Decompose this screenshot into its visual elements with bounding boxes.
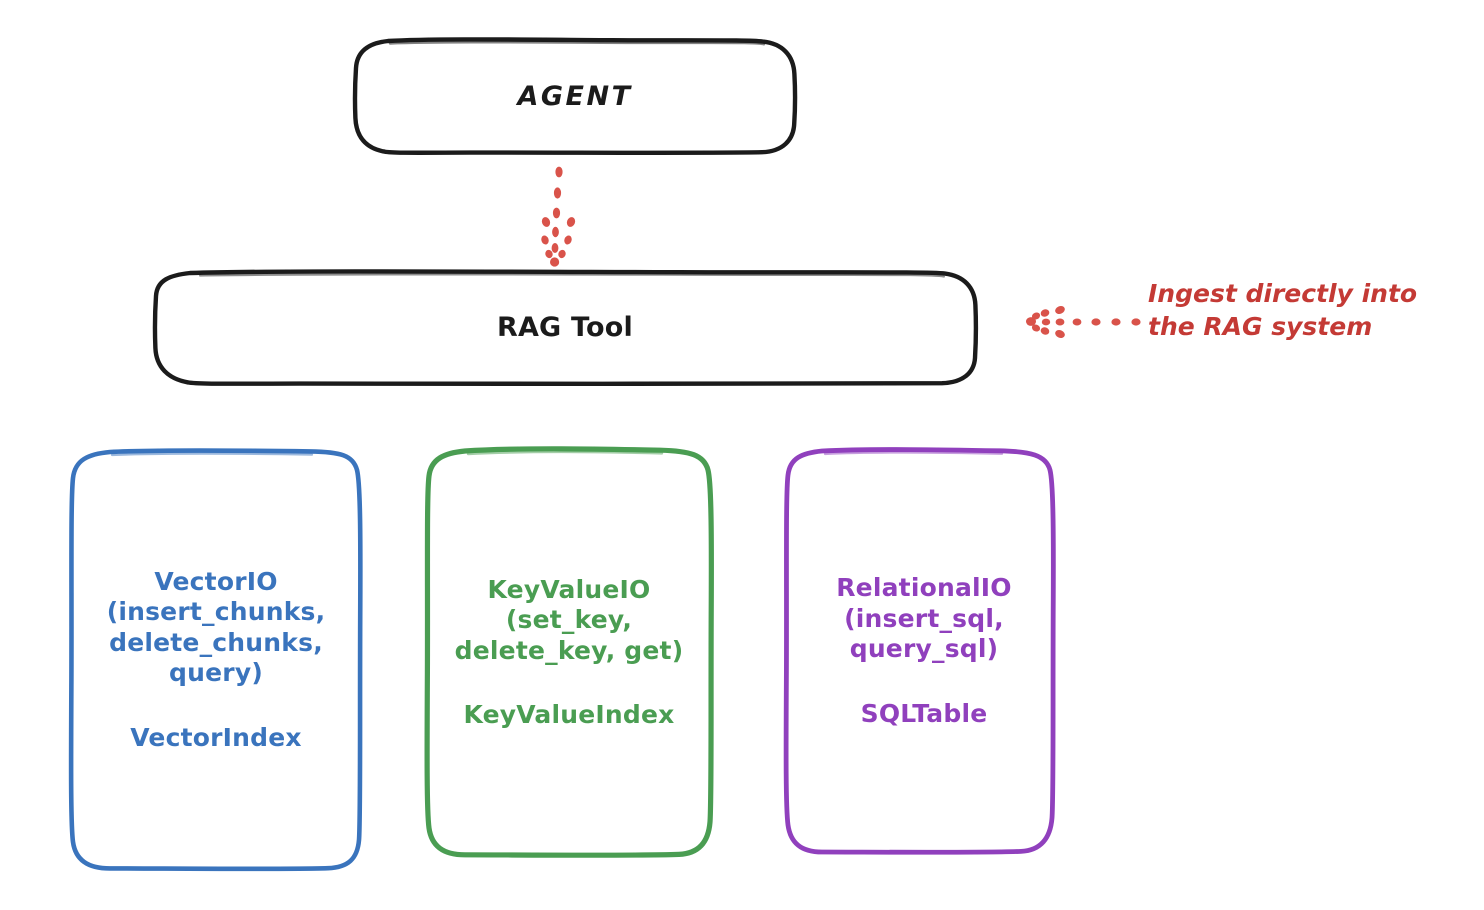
key-value-io-box[interactable] [424, 446, 714, 858]
rag-tool-box[interactable] [152, 269, 979, 387]
ingest-note-arrow [1026, 306, 1141, 338]
agent-to-rag-arrow [541, 166, 576, 267]
relational-io-box[interactable] [783, 447, 1056, 855]
agent-box[interactable] [352, 37, 798, 156]
vector-io-box[interactable] [68, 448, 363, 872]
